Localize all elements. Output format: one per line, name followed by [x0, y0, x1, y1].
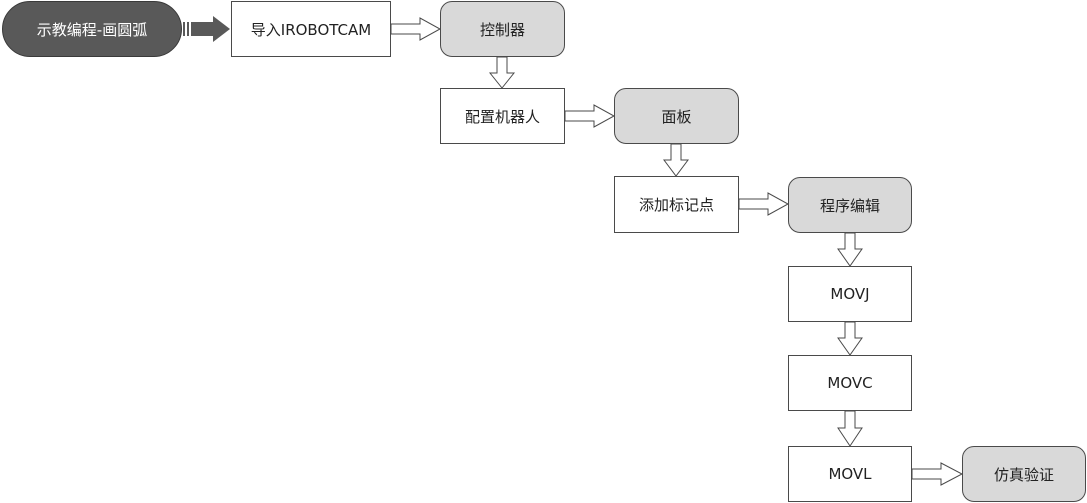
start-node: 示教编程-画圆弧 [2, 1, 182, 57]
panel-node: 面板 [614, 88, 739, 144]
arrow-panel-to-marker [663, 143, 689, 177]
program-edit-node: 程序编辑 [788, 177, 912, 233]
arrow-marker-to-program [738, 192, 790, 216]
add-marker-node-label: 添加标记点 [638, 196, 714, 214]
sim-verify-node: 仿真验证 [962, 446, 1086, 502]
controller-node-label: 控制器 [479, 20, 525, 39]
controller-node: 控制器 [440, 1, 565, 57]
config-robot-node: 配置机器人 [440, 88, 565, 144]
arrow-movl-to-sim [911, 462, 964, 486]
program-edit-node-label: 程序编辑 [819, 196, 880, 215]
arrow-controller-to-config [488, 56, 516, 89]
arrow-config-to-panel [564, 104, 616, 128]
sim-verify-node-label: 仿真验证 [993, 465, 1054, 484]
config-robot-node-label: 配置机器人 [464, 107, 540, 126]
movj-node: MOVJ [788, 266, 912, 322]
movl-node: MOVL [788, 446, 912, 502]
arrow-movj-to-movc [837, 321, 863, 356]
arrow-program-to-movj [837, 232, 863, 267]
import-node-label: 导入IROBOTCAM [250, 20, 372, 39]
import-node: 导入IROBOTCAM [231, 1, 391, 57]
movl-node-label: MOVL [828, 465, 872, 483]
movj-node-label: MOVJ [830, 285, 870, 303]
movc-node: MOVC [788, 355, 912, 411]
arrow-movc-to-movl [837, 410, 863, 447]
add-marker-node: 添加标记点 [614, 176, 739, 233]
arrow-start-to-import [183, 16, 230, 42]
movc-node-label: MOVC [827, 374, 873, 392]
arrow-import-to-controller [390, 17, 442, 41]
panel-node-label: 面板 [661, 107, 692, 126]
start-node-label: 示教编程-画圆弧 [36, 20, 148, 39]
